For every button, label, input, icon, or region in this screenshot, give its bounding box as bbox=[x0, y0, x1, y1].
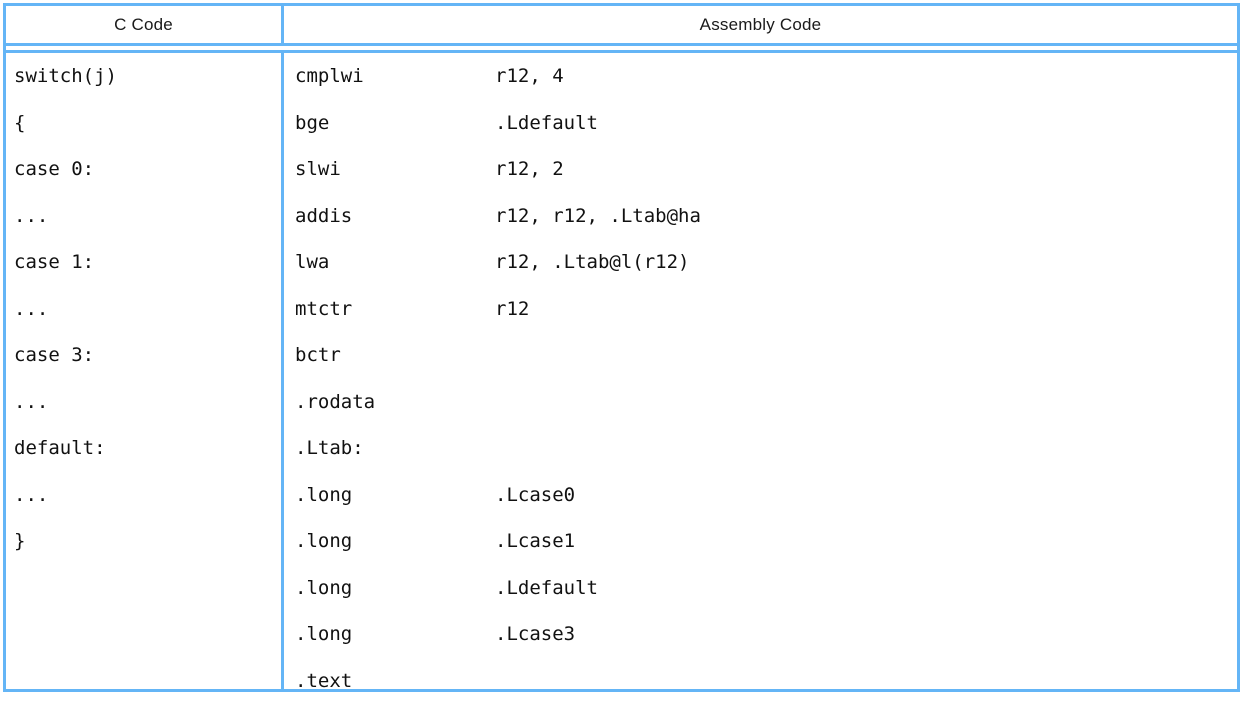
c-code-line: default: bbox=[6, 425, 281, 472]
column-header-assembly-code: Assembly Code bbox=[284, 6, 1237, 43]
table-header-row: C Code Assembly Code bbox=[6, 6, 1237, 43]
assembly-code-line: bge.Ldefault bbox=[284, 100, 1237, 147]
assembly-operand: .Lcase3 bbox=[495, 611, 575, 658]
assembly-operand: .Lcase1 bbox=[495, 518, 575, 565]
c-code-line: ... bbox=[6, 286, 281, 333]
assembly-mnemonic: mtctr bbox=[295, 286, 495, 333]
assembly-operand: r12, 4 bbox=[495, 53, 564, 100]
assembly-operand: .Lcase0 bbox=[495, 472, 575, 519]
assembly-mnemonic: .rodata bbox=[295, 379, 495, 426]
assembly-mnemonic: .long bbox=[295, 565, 495, 612]
assembly-code-line: .Ltab: bbox=[284, 425, 1237, 472]
assembly-code-line: .rodata bbox=[284, 379, 1237, 426]
assembly-operand: r12, r12, .Ltab@ha bbox=[495, 193, 701, 240]
assembly-mnemonic: cmplwi bbox=[295, 53, 495, 100]
header-double-rule-divider bbox=[6, 43, 1237, 53]
c-code-line: ... bbox=[6, 379, 281, 426]
assembly-mnemonic: bctr bbox=[295, 332, 495, 379]
assembly-mnemonic: bge bbox=[295, 100, 495, 147]
c-code-line: switch(j) bbox=[6, 53, 281, 100]
assembly-mnemonic: .long bbox=[295, 518, 495, 565]
table-body: switch(j){case 0:...case 1:...case 3:...… bbox=[6, 53, 1237, 689]
c-code-line bbox=[6, 658, 281, 704]
assembly-code-line: bctr bbox=[284, 332, 1237, 379]
assembly-operand: r12, 2 bbox=[495, 146, 564, 193]
column-header-c-code: C Code bbox=[6, 6, 284, 43]
assembly-code-line: .long.Lcase0 bbox=[284, 472, 1237, 519]
assembly-mnemonic: .Ltab: bbox=[295, 425, 495, 472]
assembly-operand: r12, .Ltab@l(r12) bbox=[495, 239, 689, 286]
c-code-line: case 0: bbox=[6, 146, 281, 193]
assembly-mnemonic: slwi bbox=[295, 146, 495, 193]
assembly-mnemonic: .long bbox=[295, 611, 495, 658]
c-code-line: { bbox=[6, 100, 281, 147]
c-code-line bbox=[6, 565, 281, 612]
c-code-line: ... bbox=[6, 472, 281, 519]
assembly-operand: r12 bbox=[495, 286, 529, 333]
assembly-operand: .Ldefault bbox=[495, 565, 598, 612]
assembly-code-line: .long.Ldefault bbox=[284, 565, 1237, 612]
assembly-mnemonic: lwa bbox=[295, 239, 495, 286]
assembly-mnemonic: .text bbox=[295, 658, 495, 704]
c-code-line: } bbox=[6, 518, 281, 565]
assembly-code-line: .long.Lcase3 bbox=[284, 611, 1237, 658]
assembly-mnemonic: .long bbox=[295, 472, 495, 519]
assembly-code-line: .long.Lcase1 bbox=[284, 518, 1237, 565]
c-code-line: case 3: bbox=[6, 332, 281, 379]
c-code-column: switch(j){case 0:...case 1:...case 3:...… bbox=[6, 53, 284, 689]
assembly-operand: .Ldefault bbox=[495, 100, 598, 147]
c-code-line: ... bbox=[6, 193, 281, 240]
c-code-line bbox=[6, 611, 281, 658]
c-code-line: case 1: bbox=[6, 239, 281, 286]
assembly-code-line: .text bbox=[284, 658, 1237, 704]
assembly-mnemonic: addis bbox=[295, 193, 495, 240]
code-comparison-table: C Code Assembly Code switch(j){case 0:..… bbox=[3, 3, 1240, 692]
